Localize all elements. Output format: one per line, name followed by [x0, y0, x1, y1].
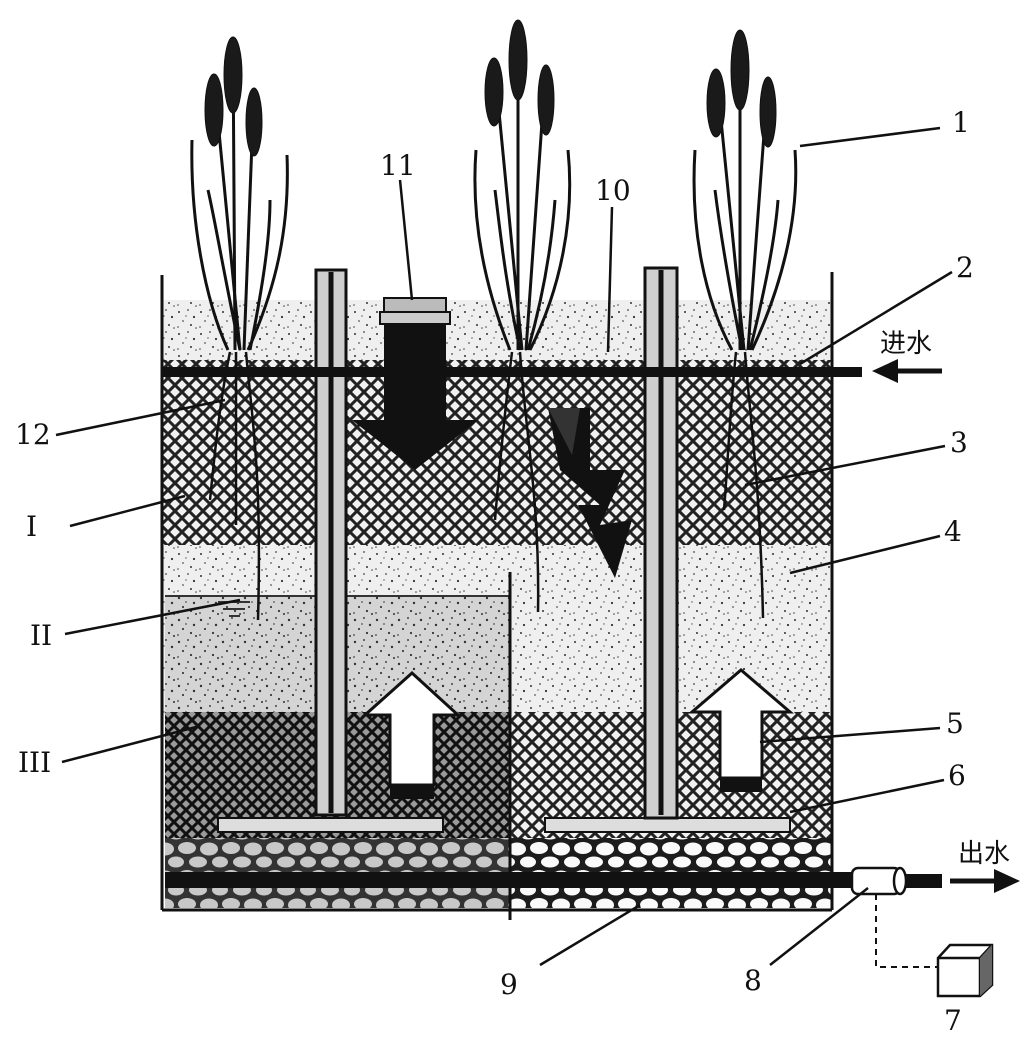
label-10: 10	[595, 174, 631, 207]
plant-right	[692, 29, 798, 619]
label-8: 8	[744, 964, 762, 997]
outlet-label: 出水	[958, 839, 1010, 869]
upflow-arrow-5	[687, 668, 795, 792]
distribution-plate-left	[217, 817, 444, 833]
label-2: 2	[956, 251, 974, 284]
inlet-arrow	[872, 359, 942, 383]
label-5: 5	[946, 707, 964, 740]
inlet-pipe	[162, 367, 862, 377]
upflow-arrow-left	[361, 670, 462, 799]
outlet-valve	[850, 866, 942, 896]
plant-left	[190, 36, 289, 621]
label-3: 3	[950, 426, 968, 459]
zone-label-1: I	[26, 510, 37, 543]
distribution-plate-right	[544, 817, 791, 833]
plant-middle	[473, 19, 572, 613]
control-line	[875, 894, 938, 968]
aeration-device-11	[352, 297, 478, 470]
zone-label-2: II	[30, 619, 52, 652]
label-9: 9	[500, 968, 518, 1001]
bottom-collection-pipe	[165, 872, 855, 888]
label-6: 6	[948, 759, 966, 792]
label-12: 12	[15, 418, 51, 451]
controller-box	[936, 943, 994, 998]
downflow-arrow-10	[548, 408, 632, 578]
label-4: 4	[944, 515, 962, 548]
leader-lines	[55, 126, 953, 967]
vent-pipe-left	[314, 268, 348, 817]
outlet-arrow	[950, 869, 1020, 893]
label-1: 1	[952, 106, 970, 139]
upper-gravel-layer	[162, 360, 832, 545]
callout-labels: 1 2 3 4 5 6 7 8 9 10 11 12 I II III 进水 出…	[15, 106, 1010, 1037]
label-7: 7	[944, 1004, 962, 1037]
vent-pipe-right	[643, 266, 679, 820]
inlet-label: 进水	[880, 329, 932, 359]
label-11: 11	[380, 149, 416, 182]
zone-label-3: III	[18, 746, 51, 779]
